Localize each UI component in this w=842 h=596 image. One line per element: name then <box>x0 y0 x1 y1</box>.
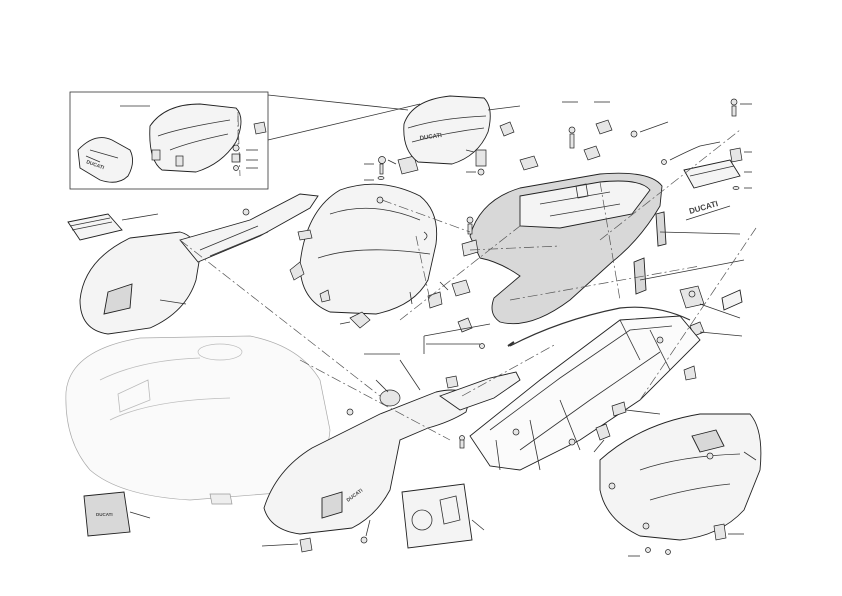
tail-side-fasteners[interactable] <box>423 216 491 354</box>
tail-logo-text: DUCATI <box>688 199 719 216</box>
pillion-seat-cover-small[interactable]: DUCATI <box>77 137 133 183</box>
release-cable[interactable] <box>507 306 691 347</box>
rider-seat[interactable] <box>289 183 438 315</box>
solo-seat-small[interactable] <box>120 103 242 173</box>
seat-latch[interactable] <box>679 285 743 337</box>
pillion-fasteners[interactable] <box>465 121 515 176</box>
pillion-seat-logo-text: DUCATI <box>419 133 442 142</box>
tool-kit-bag[interactable] <box>401 483 485 549</box>
tail-fairing[interactable] <box>469 172 663 325</box>
document-wallet[interactable]: DUCATI <box>83 491 151 537</box>
inset-box <box>69 91 421 190</box>
rear-subframe[interactable] <box>469 315 701 471</box>
left-side-panel[interactable] <box>79 193 319 335</box>
rubber-grommet[interactable] <box>364 353 421 407</box>
seat-fasteners-left[interactable] <box>297 155 419 329</box>
inset-fasteners[interactable] <box>231 121 267 171</box>
fuel-tank-outline <box>65 335 331 505</box>
undertray[interactable] <box>599 413 762 557</box>
right-side-panel[interactable]: DUCATI <box>261 371 521 553</box>
tail-top-fasteners[interactable] <box>519 101 669 171</box>
wallet-logo-text: DUCATI <box>96 512 113 517</box>
control-unit[interactable] <box>661 98 753 190</box>
pillion-seat[interactable]: DUCATI <box>403 95 521 165</box>
assembly-lines <box>179 115 757 441</box>
manual-booklet[interactable] <box>67 213 159 241</box>
